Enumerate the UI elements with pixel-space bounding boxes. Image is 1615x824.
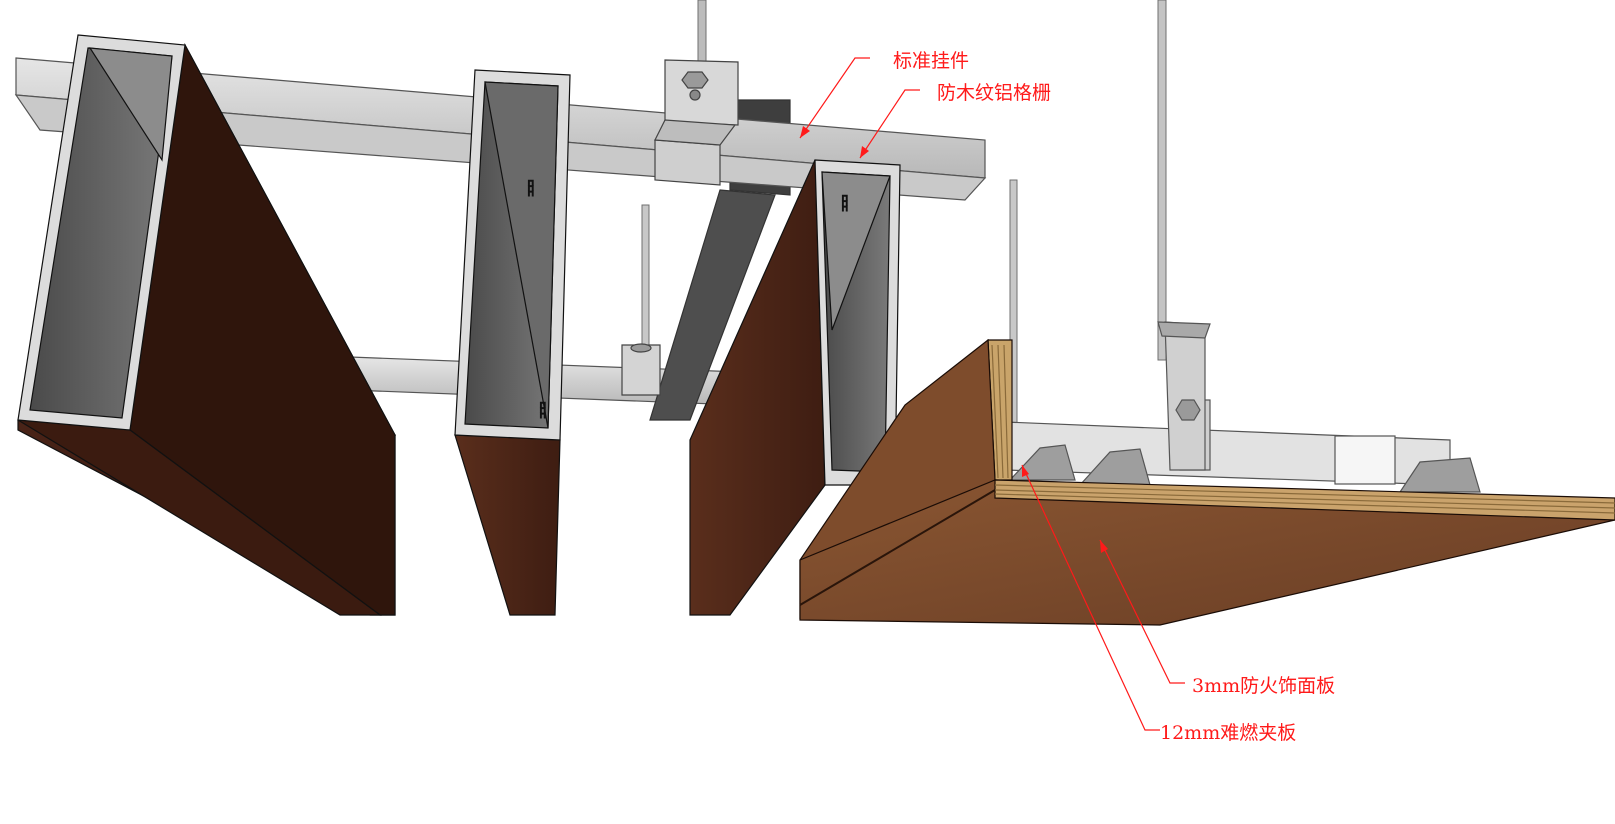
label-flame-retardant-plywood: 12mm难燃夹板 [1160,722,1297,744]
svg-text:⊏⊏⊏: ⊏⊏⊏ [525,180,535,196]
standard-hanger-top [654,59,739,186]
leader-arrowheads [800,126,1108,553]
fire-rated-panel [799,338,1615,626]
svg-text:⊏⊏⊏: ⊏⊏⊏ [839,195,849,211]
label-aluminum-grille: 防木纹铝格栅 [937,82,1052,104]
grille-beam-3: ⊏⊏⊏ [689,159,901,616]
c-channel-framing [1004,321,1481,493]
grille-beam-1 [17,34,397,616]
hanging-rods [641,0,1167,431]
grille-beam-2: ⊏⊏⊏ ⊏⊏⊏ [454,69,571,616]
standard-hanger-lower [621,343,661,396]
label-standard-hanger: 标准挂件 [893,50,970,72]
label-fireproof-veneer: 3mm防火饰面板 [1192,675,1336,697]
svg-text:⊏⊏⊏: ⊏⊏⊏ [537,402,547,418]
leader-lines [799,57,1185,731]
